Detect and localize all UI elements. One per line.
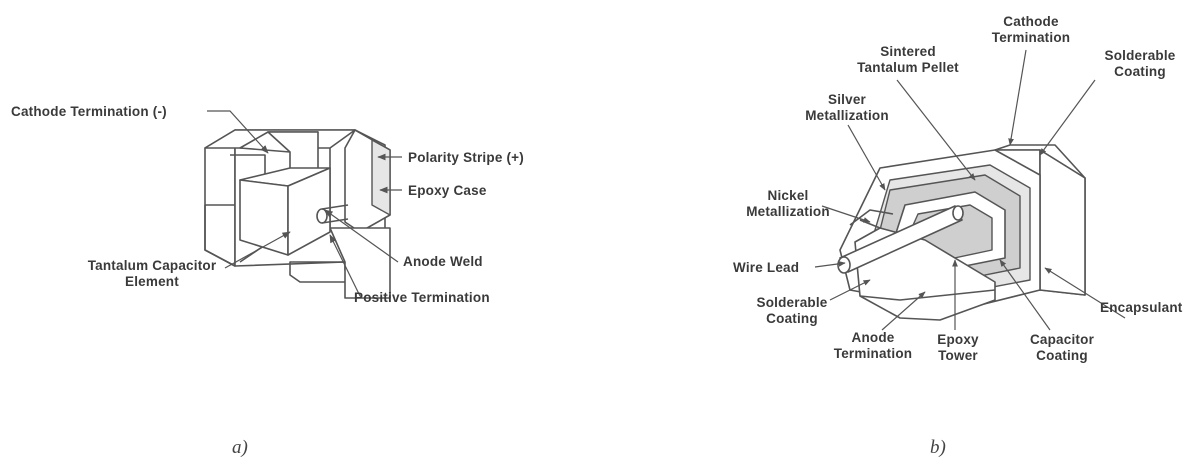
label-solderable-coating-bottom: Solderable Coating [742, 295, 842, 327]
label-line: Tantalum Pellet [857, 60, 959, 75]
label-nickel-metallization: Nickel Metallization [733, 188, 843, 220]
label-line: Coating [766, 311, 818, 326]
label-line: Metallization [805, 108, 889, 123]
label-polarity-stripe: Polarity Stripe (+) [408, 150, 524, 165]
label-silver-metallization: Silver Metallization [792, 92, 902, 124]
label-line: Silver [828, 92, 866, 107]
label-line: Tower [938, 348, 978, 363]
panel-b-leaders [814, 49, 1126, 331]
caption-a: a) [232, 437, 248, 458]
tantalum-element-shape [239, 131, 349, 256]
label-cathode-termination: Cathode Termination (-) [11, 104, 167, 119]
label-solderable-coating-top: Solderable Coating [1085, 48, 1195, 80]
label-epoxy-case: Epoxy Case [408, 183, 487, 198]
label-line: Coating [1114, 64, 1166, 79]
label-line: Element [125, 274, 179, 289]
caption-b: b) [930, 437, 946, 458]
label-encapsulant: Encapsulant [1100, 300, 1183, 315]
label-line: Coating [1036, 348, 1088, 363]
label-line: Solderable [756, 295, 828, 310]
label-wire-lead: Wire Lead [733, 260, 800, 275]
label-line: Termination [833, 346, 913, 361]
label-line: Termination [991, 30, 1071, 45]
wire-lead-shape [837, 205, 964, 274]
label-epoxy-tower: Epoxy Tower [918, 332, 998, 364]
label-anode-weld: Anode Weld [403, 254, 483, 269]
label-line: Nickel [767, 188, 809, 203]
panel-a-leaders [207, 110, 402, 297]
label-line: Solderable [1104, 48, 1176, 63]
label-line: Tantalum Capacitor [87, 258, 217, 273]
label-line: Epoxy [937, 332, 979, 347]
label-positive-termination: Positive Termination [354, 290, 490, 305]
label-anode-termination: Anode Termination [818, 330, 928, 362]
label-capacitor-coating: Capacitor Coating [1012, 332, 1112, 364]
label-line: Sintered [880, 44, 936, 59]
label-line: Cathode [1003, 14, 1059, 29]
label-sintered-tantalum-pellet: Sintered Tantalum Pellet [838, 44, 978, 76]
label-line: Anode [851, 330, 895, 345]
label-tantalum-capacitor-element: Tantalum Capacitor Element [72, 258, 232, 290]
label-line: Metallization [746, 204, 830, 219]
label-cathode-termination-b: Cathode Termination [976, 14, 1086, 46]
label-line: Capacitor [1029, 332, 1095, 347]
